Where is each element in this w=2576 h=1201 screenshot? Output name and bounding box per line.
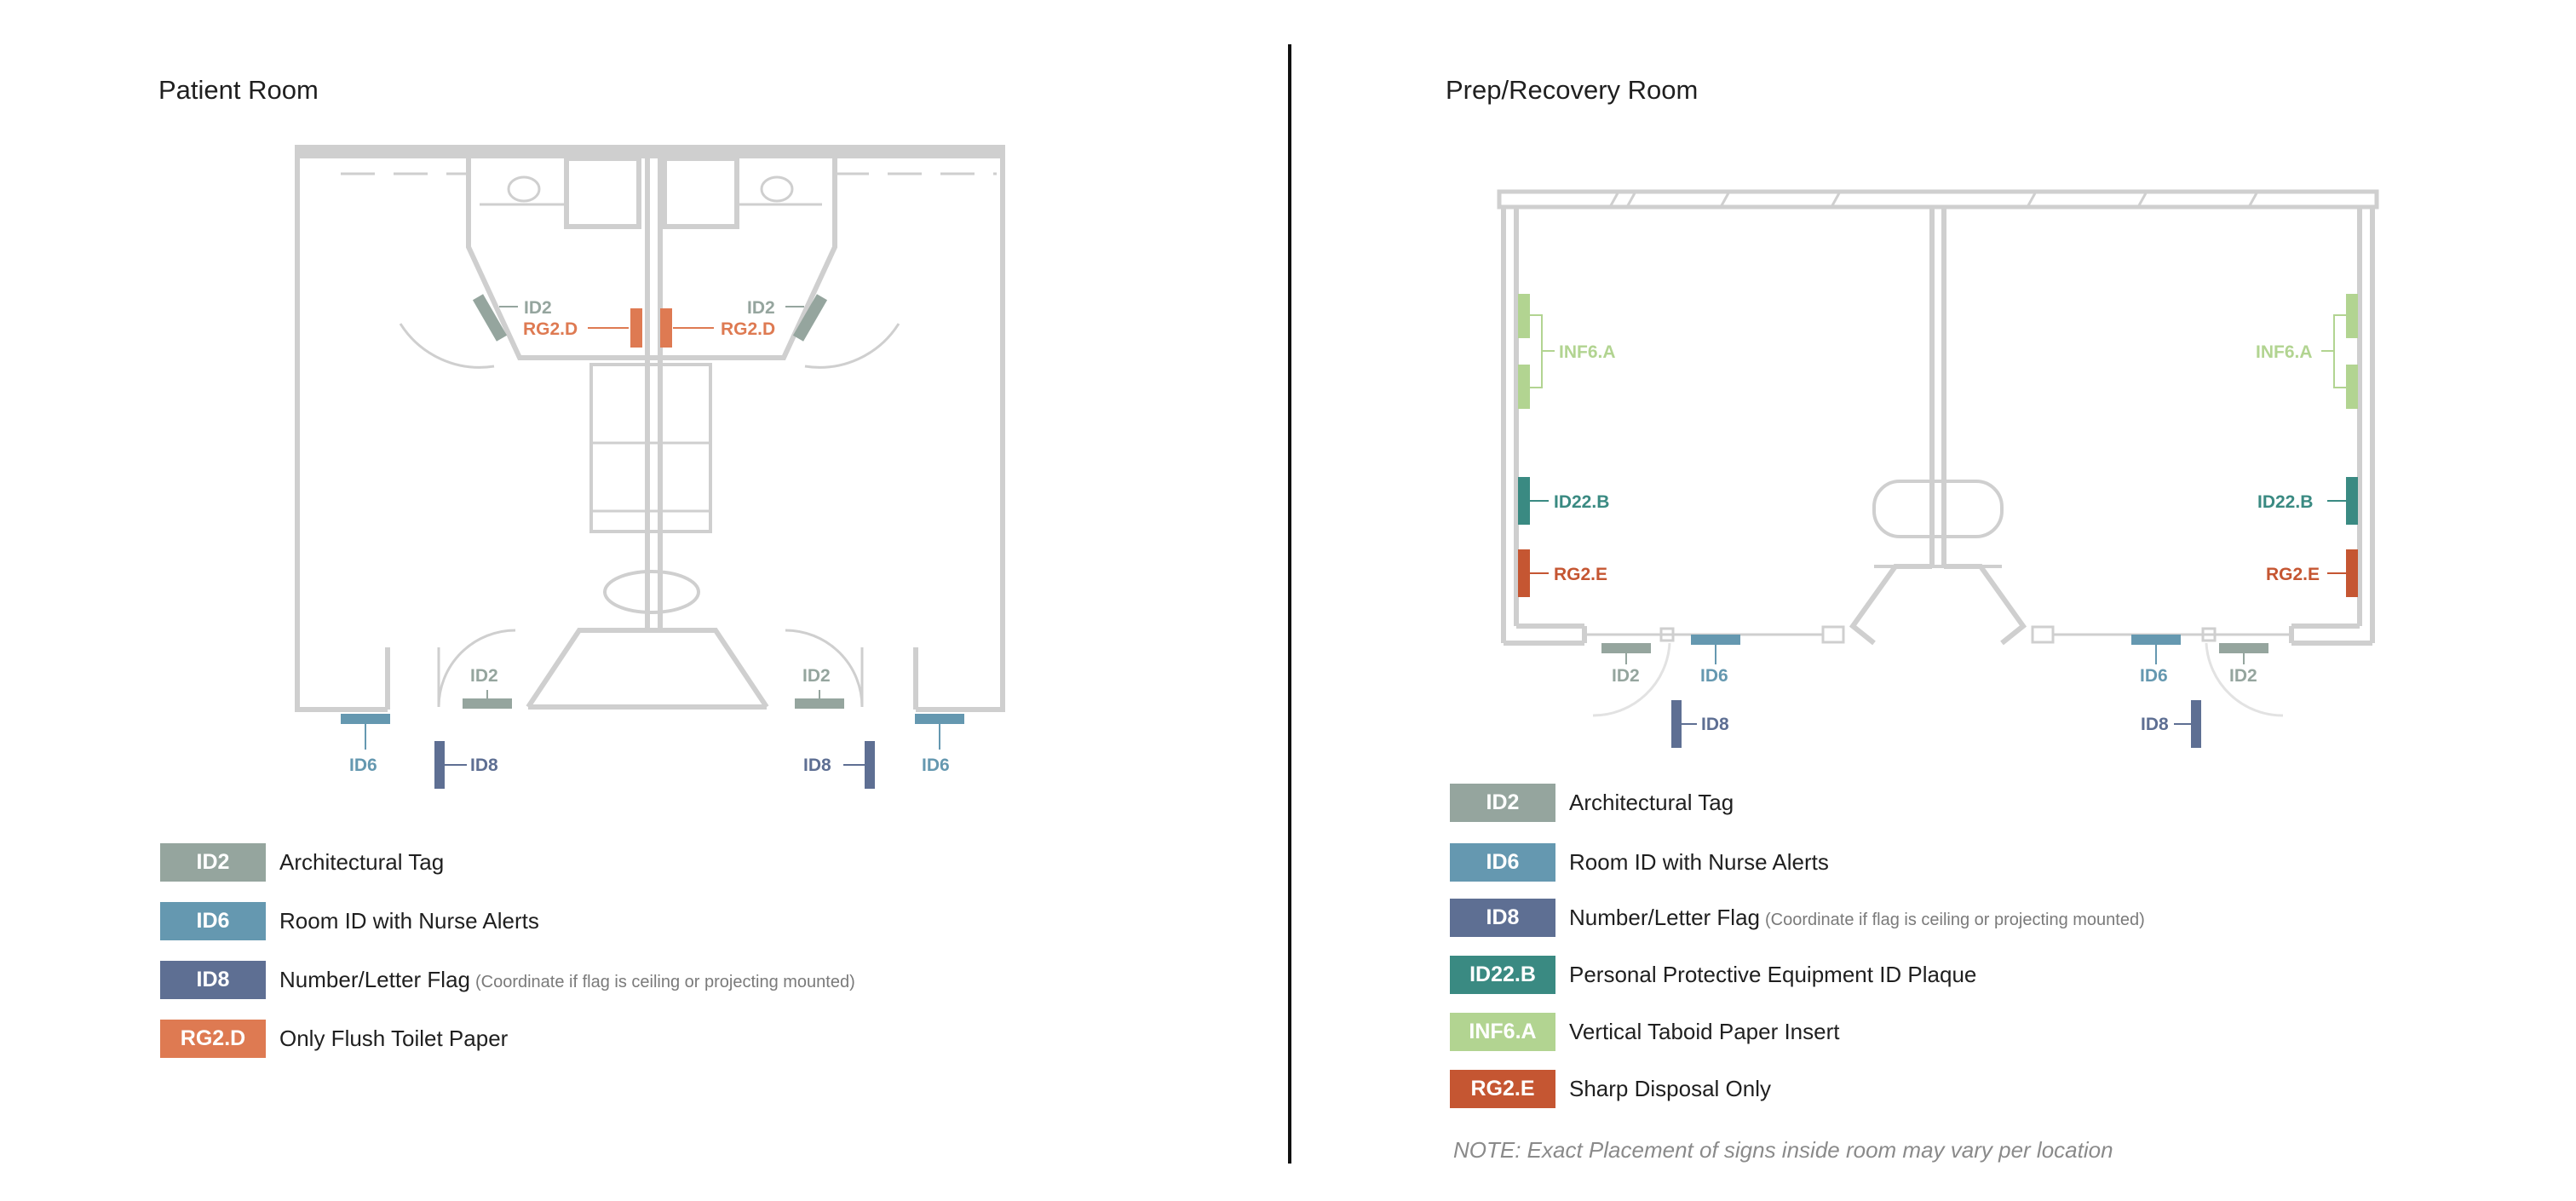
legend-row: RG2.E Sharp Disposal Only	[1450, 1070, 2145, 1108]
legend-label: Sharp Disposal Only	[1569, 1076, 1771, 1101]
prep-label-id2-left: ID2	[1612, 666, 1640, 686]
prep-label-id6-left: ID6	[1700, 666, 1728, 686]
legend-badge-rg2e: RG2.E	[1450, 1070, 1555, 1108]
legend-row: ID8 Number/Letter Flag(Coordinate if fla…	[160, 961, 855, 999]
legend-row: ID6 Room ID with Nurse Alerts	[160, 902, 855, 940]
prep-label-inf6a-left: INF6.A	[1559, 342, 1616, 362]
legend-badge-id6: ID6	[160, 902, 266, 940]
legend-badge-id6: ID6	[1450, 843, 1555, 882]
prep-rg2e-right-sign	[2346, 549, 2358, 597]
patient-rg2d-left-sign	[630, 308, 642, 348]
legend-label-text: Number/Letter Flag	[1569, 905, 1760, 930]
prep-label-id22b-right: ID22.B	[2257, 492, 2313, 512]
prep-id22b-left-sign	[1518, 477, 1530, 525]
prep-label-inf6a-right: INF6.A	[2256, 342, 2313, 362]
patient-room-title: Patient Room	[158, 75, 319, 105]
legend-note: (Coordinate if flag is ceiling or projec…	[474, 973, 855, 991]
legend-badge-rg2d: RG2.D	[160, 1020, 266, 1058]
patient-label-id6-left: ID6	[349, 756, 377, 775]
patient-id8-right-sign	[865, 741, 875, 789]
patient-label-id2-right-top: ID2	[747, 298, 775, 318]
prep-label-id8-left: ID8	[1701, 715, 1729, 734]
legend-label: Number/Letter Flag(Coordinate if flag is…	[279, 967, 855, 993]
legend-label: Vertical Taboid Paper Insert	[1569, 1019, 1840, 1044]
legend-badge-id8: ID8	[160, 961, 266, 999]
prep-inf6a-right-sign-lower	[2346, 365, 2358, 409]
legend-row: RG2.D Only Flush Toilet Paper	[160, 1020, 855, 1058]
legend-badge-id8: ID8	[1450, 899, 1555, 937]
prep-id2-left-sign	[1601, 643, 1651, 653]
patient-id8-left-sign	[434, 741, 445, 789]
legend-badge-id2: ID2	[160, 843, 266, 882]
patient-label-id2-right-bottom: ID2	[802, 666, 831, 686]
legend-label: Number/Letter Flag(Coordinate if flag is…	[1569, 905, 2145, 931]
patient-id2-left-top-sign	[472, 294, 508, 342]
prep-id2-right-sign	[2219, 643, 2268, 653]
patient-room-floor-plan: ID2 RG2.D ID2 RG2.D ID2 ID2 ID6 ID8 ID8 …	[295, 145, 1005, 789]
patient-label-id2-left-bottom: ID2	[470, 666, 498, 686]
prep-id8-right-sign	[2191, 700, 2201, 748]
legend-row: ID8 Number/Letter Flag(Coordinate if fla…	[1450, 899, 2145, 937]
prep-label-rg2e-left: RG2.E	[1554, 565, 1607, 584]
prep-label-id22b-left: ID22.B	[1554, 492, 1609, 512]
legend-label: Room ID with Nurse Alerts	[1569, 849, 1829, 875]
prep-label-id6-right: ID6	[2140, 666, 2168, 686]
patient-label-id8-right: ID8	[803, 756, 831, 775]
patient-id2-right-bottom-sign	[795, 698, 844, 709]
prep-id6-left-sign	[1691, 635, 1740, 645]
legend-row: ID6 Room ID with Nurse Alerts	[1450, 843, 2145, 882]
prep-label-id8-right: ID8	[2141, 715, 2169, 734]
legend-badge-id22b: ID22.B	[1450, 956, 1555, 994]
prep-id6-right-sign	[2131, 635, 2181, 645]
prep-room-floor-plan: INF6.A ID22.B RG2.E INF6.A ID22.B RG2.E …	[1497, 189, 2379, 748]
patient-label-rg2d-left: RG2.D	[523, 319, 578, 339]
patient-id2-right-top-sign	[792, 294, 828, 342]
patient-label-id6-right: ID6	[922, 756, 950, 775]
prep-label-rg2e-right: RG2.E	[2266, 565, 2320, 584]
legend-label: Room ID with Nurse Alerts	[279, 908, 539, 934]
legend-label-text: Number/Letter Flag	[279, 967, 470, 992]
prep-id8-left-sign	[1671, 700, 1682, 748]
patient-rg2d-right-sign	[660, 308, 672, 348]
legend-label: Architectural Tag	[279, 849, 445, 875]
legend-label: Architectural Tag	[1569, 790, 1734, 815]
legend-row: ID2 Architectural Tag	[1450, 784, 2145, 822]
panel-divider	[1288, 44, 1291, 1164]
patient-label-id2-left-top: ID2	[524, 298, 552, 318]
legend-badge-inf6a: INF6.A	[1450, 1013, 1555, 1051]
prep-inf6a-right-sign-upper	[2346, 294, 2358, 338]
patient-id6-left-sign	[341, 714, 390, 724]
prep-rg2e-left-sign	[1518, 549, 1530, 597]
legend-row: ID2 Architectural Tag	[160, 843, 855, 882]
patient-label-rg2d-right: RG2.D	[721, 319, 775, 339]
patient-walls	[295, 145, 1005, 712]
placement-note: NOTE: Exact Placement of signs inside ro…	[1453, 1137, 2113, 1163]
prep-id22b-right-sign	[2346, 477, 2358, 525]
legend-label: Only Flush Toilet Paper	[279, 1026, 509, 1051]
legend-note: (Coordinate if flag is ceiling or projec…	[1764, 911, 2145, 929]
patient-id6-right-sign	[915, 714, 964, 724]
legend-badge-id2: ID2	[1450, 784, 1555, 822]
prep-inf6a-left-sign-lower	[1518, 365, 1530, 409]
patient-legend: ID2 Architectural Tag ID6 Room ID with N…	[160, 843, 855, 1058]
patient-id2-left-bottom-sign	[463, 698, 512, 709]
legend-row: INF6.A Vertical Taboid Paper Insert	[1450, 1013, 2145, 1051]
legend-row: ID22.B Personal Protective Equipment ID …	[1450, 956, 2145, 994]
prep-room-title: Prep/Recovery Room	[1446, 75, 1699, 105]
prep-walls	[1497, 189, 2379, 717]
patient-label-id8-left: ID8	[470, 756, 498, 775]
prep-inf6a-left-sign-upper	[1518, 294, 1530, 338]
prep-legend: ID2 Architectural Tag ID6 Room ID with N…	[1450, 784, 2145, 1108]
legend-label: Personal Protective Equipment ID Plaque	[1569, 962, 1977, 987]
prep-label-id2-right: ID2	[2229, 666, 2257, 686]
